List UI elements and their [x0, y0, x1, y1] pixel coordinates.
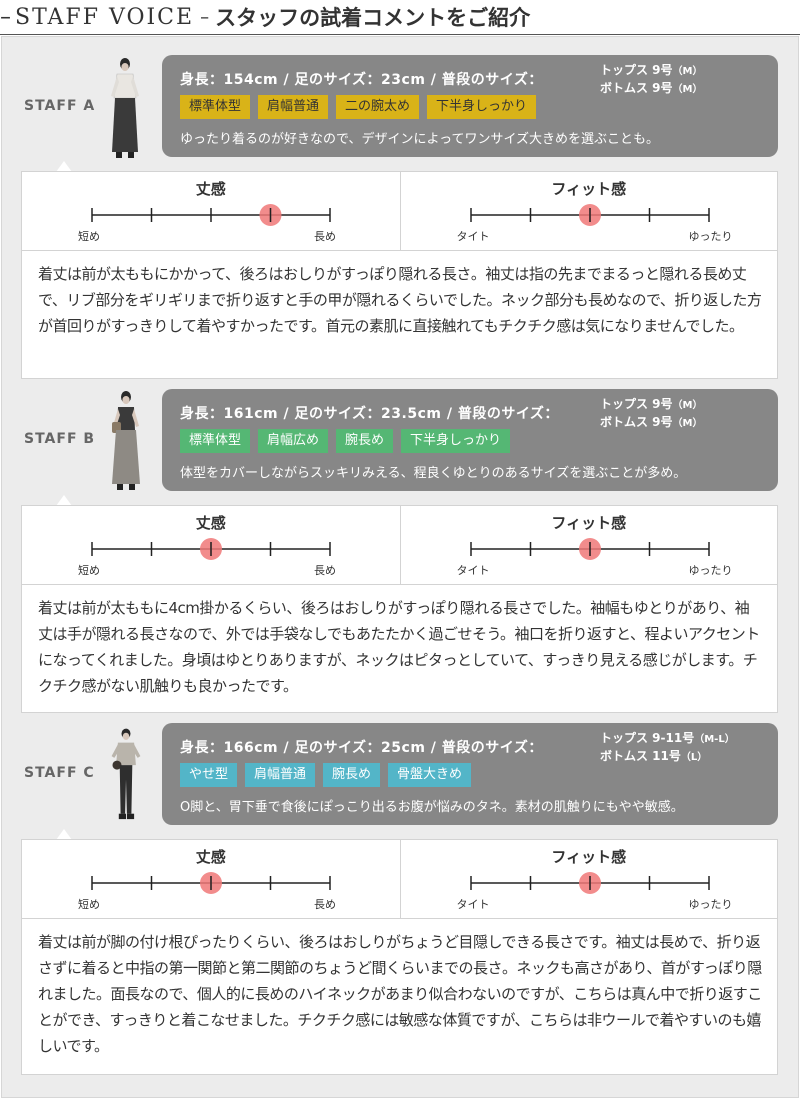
fit-scales: 丈感 短め 長め フィット感 タイト ゆったり — [21, 505, 778, 585]
staff-spec: 身長：154cm / 足のサイズ：23cm / 普段のサイズ： — [180, 72, 543, 88]
body-tag: 下半身しっかり — [427, 95, 537, 119]
length-scale-track — [91, 204, 331, 226]
length-low-label: 短め — [78, 898, 100, 911]
usual-sizes: トップス 9号（M） ボトムス 9号（M） — [600, 62, 702, 98]
header-title-en: STAFF VOICE — [15, 4, 195, 30]
staff-note: ゆったり着るのが好きなので、デザインによってワンサイズ大きめを選ぶことも。 — [180, 132, 660, 147]
length-high-label: 長め — [314, 898, 336, 911]
staff-b-figure — [112, 391, 140, 490]
length-scale-track — [91, 538, 331, 560]
fit-low-label: タイト — [456, 564, 490, 577]
bottoms-size-unit: （L） — [680, 752, 708, 763]
usual-sizes: トップス 9-11号（M-L） ボトムス 11号（L） — [600, 730, 735, 766]
staff-label: STAFF C — [24, 765, 95, 781]
bubble-pointer — [56, 829, 72, 840]
body-tag: 肩幅広め — [258, 429, 329, 453]
bubble-pointer — [56, 161, 72, 172]
staff-note: O脚と、胃下垂で食後にぽっこり出るお腹が悩みのタネ。素材の肌触りにもやや敏感。 — [180, 800, 684, 815]
length-low-label: 短め — [78, 230, 100, 243]
length-high-label: 長め — [314, 230, 336, 243]
length-scale: 丈感 短め 長め — [22, 840, 400, 918]
fit-scale-track — [469, 872, 710, 894]
body-type-tags: やせ型 肩幅普通 腕長め 骨盤大きめ — [180, 763, 472, 787]
staff-label: STAFF A — [24, 98, 96, 114]
fit-high-label: ゆったり — [688, 898, 733, 911]
bubble-pointer — [56, 495, 72, 506]
body-tag: やせ型 — [180, 763, 238, 787]
body-tag: 腕長め — [336, 429, 394, 453]
tops-size: トップス 9号 — [600, 63, 673, 77]
header-rule — [0, 34, 800, 35]
bottoms-size: ボトムス 9号 — [600, 81, 673, 95]
length-scale: 丈感 短め 長め — [22, 172, 400, 250]
length-scale-title: 丈感 — [195, 514, 226, 532]
body-tag: 標準体型 — [180, 429, 251, 453]
staff-note: 体型をカバーしながらスッキリみえる、程良くゆとりのあるサイズを選ぶことが多め。 — [180, 466, 687, 481]
body-type-tags: 標準体型 肩幅広め 腕長め 下半身しっかり — [180, 429, 511, 453]
body-tag: 腕長め — [323, 763, 381, 787]
staff-spec: 身長：161cm / 足のサイズ：23.5cm / 普段のサイズ： — [180, 406, 559, 422]
staff-comment: 着丈は前が太ももにかかって、後ろはおしりがすっぽり隠れる長さ。袖丈は指の先までま… — [21, 251, 778, 379]
tops-size: トップス 9号 — [600, 397, 673, 411]
body-tag: 下半身しっかり — [401, 429, 511, 453]
fit-high-label: ゆったり — [688, 230, 733, 243]
staff-comment: 着丈は前が脚の付け根ぴったりくらい、後ろはおしりがちょうど目隠しできる長さです。… — [21, 919, 778, 1075]
tops-size-unit: （M） — [672, 66, 703, 77]
usual-sizes: トップス 9号（M） ボトムス 9号（M） — [600, 396, 702, 432]
staff-label: STAFF B — [24, 431, 96, 447]
header-separator: – — [200, 6, 210, 28]
body-tag: 二の腕太め — [336, 95, 420, 119]
length-scale-title: 丈感 — [195, 180, 226, 198]
fit-scales: 丈感 短め 長め フィット感 タイト ゆったり — [21, 171, 778, 251]
bottoms-size: ボトムス 9号 — [600, 415, 673, 429]
body-type-tags: 標準体型 肩幅普通 二の腕太め 下半身しっかり — [180, 95, 537, 119]
fit-scale: フィット感 タイト ゆったり — [399, 172, 778, 250]
staff-comment: 着丈は前が太ももに4cm掛かるくらい、後ろはおしりがすっぽり隠れる長さでした。袖… — [21, 585, 778, 713]
fit-scale-track — [469, 204, 710, 226]
header-title-jp: スタッフの試着コメントをご紹介 — [215, 6, 531, 30]
body-tag: 標準体型 — [180, 95, 251, 119]
length-scale-track — [91, 872, 331, 894]
fit-scales: 丈感 短め 長め フィット感 タイト ゆったり — [21, 839, 778, 919]
fit-low-label: タイト — [456, 898, 490, 911]
staff-spec: 身長：166cm / 足のサイズ：25cm / 普段のサイズ： — [180, 740, 543, 756]
staff-profile-bubble: 身長：166cm / 足のサイズ：25cm / 普段のサイズ： トップス 9-1… — [162, 723, 778, 825]
staff-profile-bubble: 身長：161cm / 足のサイズ：23.5cm / 普段のサイズ： トップス 9… — [162, 389, 778, 491]
staff-a-figure — [111, 58, 139, 158]
length-high-label: 長め — [314, 564, 336, 577]
body-tag: 骨盤大きめ — [388, 763, 472, 787]
length-low-label: 短め — [78, 564, 100, 577]
tops-size-unit: （M） — [672, 400, 703, 411]
staff-c-figure — [111, 728, 141, 820]
length-scale: 丈感 短め 長め — [22, 506, 400, 584]
fit-scale-track — [469, 538, 710, 560]
fit-scale-title: フィット感 — [551, 848, 627, 866]
tops-size: トップス 9-11号 — [600, 731, 695, 745]
fit-scale-title: フィット感 — [551, 180, 627, 198]
bottoms-size-unit: （M） — [672, 418, 703, 429]
body-tag: 肩幅普通 — [258, 95, 329, 119]
section-header: – STAFF VOICE – スタッフの試着コメントをご紹介 — [0, 0, 800, 34]
length-scale-title: 丈感 — [195, 848, 226, 866]
body-tag: 肩幅普通 — [245, 763, 316, 787]
fit-scale-title: フィット感 — [551, 514, 627, 532]
bottoms-size-unit: （M） — [672, 84, 703, 95]
header-dash: – — [0, 4, 11, 30]
fit-scale: フィット感 タイト ゆったり — [399, 506, 778, 584]
fit-high-label: ゆったり — [688, 564, 733, 577]
staff-profile-bubble: 身長：154cm / 足のサイズ：23cm / 普段のサイズ： トップス 9号（… — [162, 55, 778, 157]
bottoms-size: ボトムス 11号 — [600, 749, 681, 763]
tops-size-unit: （M-L） — [694, 734, 735, 745]
fit-low-label: タイト — [456, 230, 490, 243]
fit-scale: フィット感 タイト ゆったり — [399, 840, 778, 918]
